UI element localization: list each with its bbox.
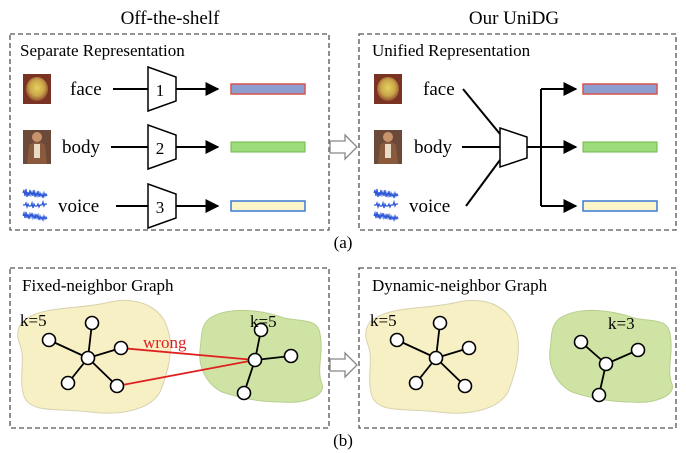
cluster-blob-green: [549, 309, 673, 403]
k-label-right-green: k=3: [608, 314, 635, 333]
voice-waveform-icon: [22, 188, 48, 223]
voice-feature-bar: [230, 200, 306, 212]
graph-nodes-right: [389, 315, 646, 403]
encoder-1-icon: [147, 65, 177, 113]
face-feature-bar: [230, 83, 306, 95]
wrong-label: wrong: [143, 333, 187, 352]
hollow-arrow-icon: [329, 133, 358, 161]
dynamic-neighbor-graph-title: Dynamic-neighbor Graph: [372, 276, 548, 295]
separate-representation-title: Separate Representation: [20, 41, 185, 60]
wrong-edges: [116, 347, 256, 387]
k-label-left-yellow: k=5: [20, 311, 47, 330]
shared-encoder-icon: [499, 126, 528, 169]
k-label-left-green: k=5: [250, 312, 277, 331]
unified-representation-box: [358, 33, 677, 231]
modality-label-body: body: [62, 137, 101, 158]
face-thumbnail-icon: [23, 74, 51, 104]
modality-label-face: face: [423, 79, 455, 100]
off-the-shelf-heading: Off-the-shelf: [121, 8, 221, 29]
k-label-right-yellow: k=5: [370, 311, 397, 330]
body-thumbnail-icon: [23, 130, 51, 164]
body-feature-bar: [582, 141, 658, 153]
graph-nodes-left: [41, 315, 299, 401]
hollow-arrow-icon: [329, 351, 358, 379]
voice-feature-bar: [582, 200, 658, 212]
body-feature-bar: [230, 141, 306, 153]
separate-representation-box: [9, 33, 330, 231]
encoder-2-icon: [147, 123, 177, 171]
encoder-3-icon: [147, 182, 177, 230]
unified-representation-title: Unified Representation: [372, 41, 531, 60]
caption-b: (b): [333, 431, 353, 450]
face-thumbnail-icon: [374, 74, 402, 104]
voice-waveform-icon: [373, 188, 399, 223]
modality-label-voice: voice: [409, 196, 450, 217]
caption-a: (a): [334, 233, 353, 252]
encoder-number-1: 1: [156, 81, 165, 100]
modality-label-face: face: [70, 79, 102, 100]
encoder-number-3: 3: [156, 198, 165, 217]
encoder-number-2: 2: [156, 139, 165, 158]
face-feature-bar: [582, 83, 658, 95]
body-thumbnail-icon: [374, 130, 402, 164]
dynamic-neighbor-graph-box: [358, 267, 677, 429]
modality-label-body: body: [414, 137, 453, 158]
fixed-neighbor-graph-title: Fixed-neighbor Graph: [22, 276, 174, 295]
our-unidg-heading: Our UniDG: [469, 8, 560, 29]
modality-label-voice: voice: [58, 196, 99, 217]
